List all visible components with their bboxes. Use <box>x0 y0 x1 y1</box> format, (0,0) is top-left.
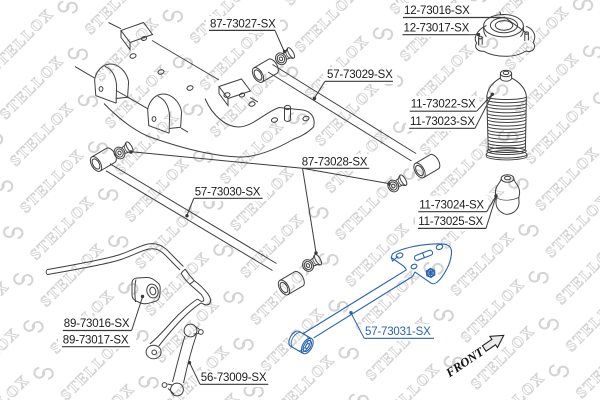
svg-text:89-73017-SX: 89-73017-SX <box>63 335 129 347</box>
svg-text:12-73017-SX: 12-73017-SX <box>404 23 470 35</box>
svg-text:11-73024-SX: 11-73024-SX <box>419 200 484 212</box>
svg-text:11-73022-SX: 11-73022-SX <box>411 98 476 110</box>
svg-text:57-73030-SX: 57-73030-SX <box>195 186 261 198</box>
svg-text:89-73016-SX: 89-73016-SX <box>64 318 130 330</box>
svg-text:12-73016-SX: 12-73016-SX <box>404 5 470 17</box>
svg-text:11-73025-SX: 11-73025-SX <box>418 216 483 228</box>
svg-text:56-73009-SX: 56-73009-SX <box>201 372 267 384</box>
svg-text:57-73029-SX: 57-73029-SX <box>327 69 393 81</box>
svg-text:87-73028-SX: 87-73028-SX <box>302 156 368 168</box>
svg-text:87-73027-SX: 87-73027-SX <box>210 18 276 30</box>
svg-text:11-73023-SX: 11-73023-SX <box>410 116 475 128</box>
svg-text:57-73031-SX: 57-73031-SX <box>365 326 431 338</box>
